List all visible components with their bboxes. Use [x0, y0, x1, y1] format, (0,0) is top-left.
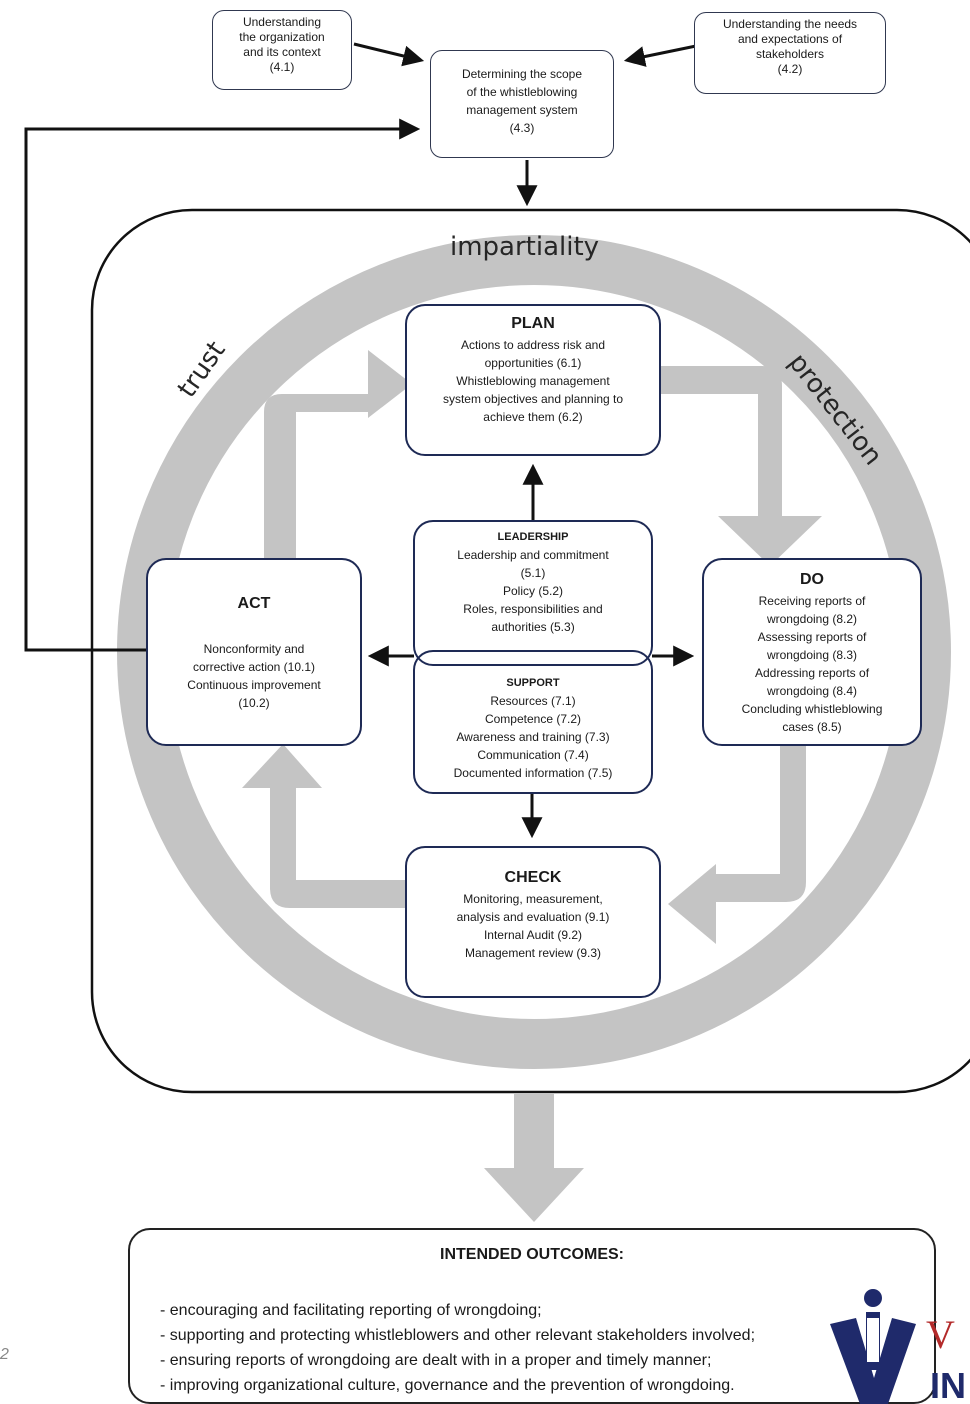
outcomes-list: - encouraging and facilitating reporting…	[160, 1298, 755, 1398]
scope-line: management system	[466, 103, 578, 117]
plan-line: system objectives and planning to	[442, 392, 624, 406]
plan-title: PLAN	[511, 315, 555, 332]
outcomes-title: INTENDED OUTCOMES:	[440, 1246, 624, 1263]
act-line: Continuous improvement	[187, 678, 321, 692]
margin-mark: 2	[0, 1346, 9, 1363]
do-line: Concluding whistleblowing	[741, 702, 883, 716]
scope-line: Determining the scope	[461, 67, 583, 81]
arrow-needs-to-scope	[623, 44, 697, 67]
feedback-line-act-to-scope	[24, 118, 421, 652]
check-line: Monitoring, measurement,	[463, 892, 603, 906]
plan-line: Whistleblowing management	[456, 374, 610, 388]
check-line: Management review (9.3)	[464, 946, 602, 960]
needs-line: and expectations of	[737, 32, 843, 46]
check-title: CHECK	[504, 869, 562, 886]
box-act: ACT Nonconformity and corrective action …	[146, 558, 362, 746]
outcome-item: - ensuring reports of wrongdoing are dea…	[160, 1352, 712, 1369]
leadership-title: LEADERSHIP	[497, 531, 569, 543]
box-intended-outcomes: INTENDED OUTCOMES: - encouraging and fac…	[128, 1228, 936, 1404]
context-line: Understanding	[242, 15, 322, 29]
outcome-item: - supporting and protecting whistleblowe…	[160, 1327, 756, 1344]
box-needs: Understanding the needs and expectations…	[694, 12, 886, 94]
act-line: Nonconformity and	[203, 642, 305, 656]
act-line: (10.2)	[238, 696, 270, 710]
box-context: Understanding the organization and its c…	[212, 10, 352, 90]
flow-arrow-check-to-act	[242, 744, 406, 908]
box-scope: Determining the scope of the whistleblow…	[430, 50, 614, 158]
ring-label-impartiality: impartiality	[450, 232, 600, 262]
flow-arrow-act-to-plan	[264, 350, 412, 560]
plan-line: achieve them (6.2)	[483, 410, 583, 424]
box-support: SUPPORT Resources (7.1) Competence (7.2)…	[413, 650, 653, 794]
svg-text:IN: IN	[930, 1365, 966, 1404]
flow-arrow-do-to-check	[668, 744, 806, 944]
needs-line: Understanding the needs	[722, 17, 858, 31]
box-do: DO Receiving reports of wrongdoing (8.2)…	[702, 558, 922, 746]
check-line: Internal Audit (9.2)	[483, 928, 583, 942]
support-title: SUPPORT	[506, 677, 560, 689]
plan-line: opportunities (6.1)	[484, 356, 582, 370]
support-line: Competence (7.2)	[484, 712, 582, 726]
outcome-item: - encouraging and facilitating reporting…	[160, 1302, 542, 1319]
act-line: corrective action (10.1)	[192, 660, 316, 674]
support-line: Communication (7.4)	[477, 748, 589, 762]
flow-arrow-plan-to-do	[660, 366, 822, 566]
leadership-line: Policy (5.2)	[502, 584, 564, 598]
outcome-item: - improving organizational culture, gove…	[160, 1377, 735, 1394]
plan-line: Actions to address risk and	[460, 338, 606, 352]
do-title: DO	[800, 571, 824, 588]
leadership-line: (5.1)	[520, 566, 546, 580]
needs-line: stakeholders	[755, 47, 825, 61]
do-line: Assessing reports of	[757, 630, 867, 644]
box-leadership: LEADERSHIP Leadership and commitment (5.…	[413, 520, 653, 666]
brand-logo: V IN	[830, 1289, 966, 1404]
do-line: cases (8.5)	[782, 720, 842, 734]
do-line: Receiving reports of	[758, 594, 866, 608]
do-line: wrongdoing (8.2)	[766, 612, 858, 626]
box-plan: PLAN Actions to address risk and opportu…	[405, 304, 661, 456]
act-title: ACT	[237, 595, 271, 612]
leadership-line: Roles, responsibilities and	[463, 602, 603, 616]
support-line: Awareness and training (7.3)	[456, 730, 610, 744]
support-line: Resources (7.1)	[490, 694, 576, 708]
needs-line: (4.2)	[777, 62, 803, 76]
arrow-context-to-scope	[353, 42, 425, 67]
leadership-line: Leadership and commitment	[457, 548, 609, 562]
do-line: Addressing reports of	[754, 666, 870, 680]
context-line: and its context	[243, 45, 321, 59]
scope-line: of the whistleblowing	[466, 85, 578, 99]
outcome-arrow	[484, 1094, 584, 1222]
context-line: the organization	[239, 30, 325, 44]
svg-text:V: V	[926, 1312, 955, 1357]
box-check: CHECK Monitoring, measurement, analysis …	[405, 846, 661, 998]
principles-ring	[117, 235, 951, 1069]
do-line: wrongdoing (8.4)	[766, 684, 858, 698]
leadership-line: authorities (5.3)	[491, 620, 575, 634]
scope-line: (4.3)	[509, 121, 535, 135]
context-line: (4.1)	[269, 60, 295, 74]
support-line: Documented information (7.5)	[453, 766, 613, 780]
do-line: wrongdoing (8.3)	[766, 648, 858, 662]
check-line: analysis and evaluation (9.1)	[456, 910, 610, 924]
